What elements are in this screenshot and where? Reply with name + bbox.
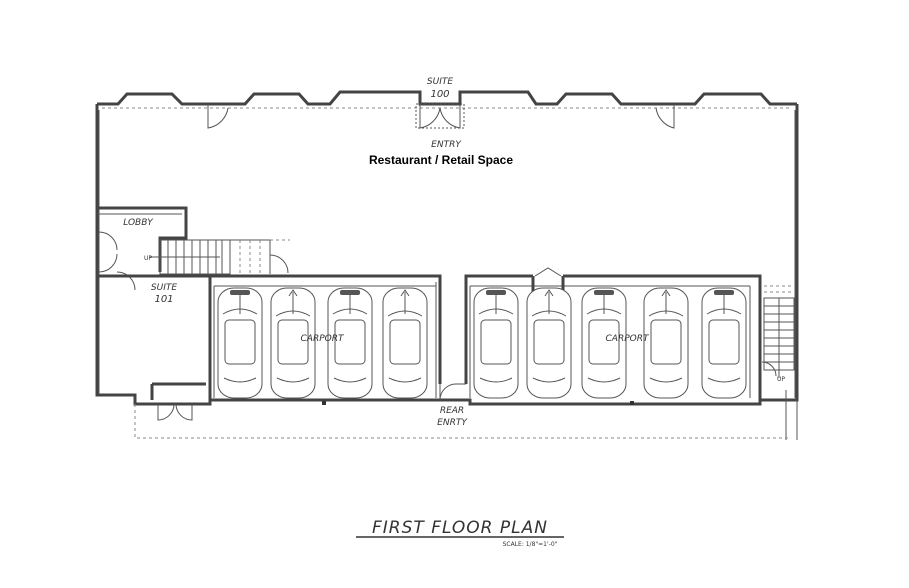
- car-6: [526, 287, 572, 399]
- car-1: [217, 287, 263, 399]
- suite-101-label-line2: 101: [154, 294, 173, 305]
- lobby-stair-up-label: UP: [144, 255, 152, 262]
- carport-left-cars: [217, 287, 428, 399]
- interior-walls: [97, 206, 795, 421]
- carport-right-label: CARPORT: [606, 334, 650, 344]
- carport-left-label: CARPORT: [301, 334, 345, 344]
- right-stair-up-label: UP: [777, 376, 785, 383]
- suite-100-label-line1: SUITE: [427, 77, 453, 87]
- car-4: [382, 287, 428, 399]
- car-5: [473, 287, 519, 399]
- drawing-title: FIRST FLOOR PLAN: [372, 518, 548, 538]
- suite-101-label-line1: SUITE: [151, 283, 177, 293]
- suite-100-label-line2: 100: [430, 89, 449, 100]
- car-9: [701, 287, 747, 399]
- car-2: [270, 287, 316, 399]
- restaurant-retail-label: Restaurant / Retail Space: [369, 153, 513, 167]
- drawing-scale: SCALE: 1/8"=1'-0": [503, 541, 558, 548]
- rear-entry-label-line2: ENRTY: [437, 418, 468, 428]
- rear-entry-label-line1: REAR: [440, 406, 464, 416]
- entry-doors: [207, 103, 675, 129]
- lobby-label: LOBBY: [123, 218, 154, 228]
- car-7: [581, 287, 627, 399]
- car-3: [327, 287, 373, 399]
- entry-label: ENTRY: [431, 140, 462, 150]
- car-8: [643, 287, 689, 399]
- carport-right-cars: [473, 287, 747, 399]
